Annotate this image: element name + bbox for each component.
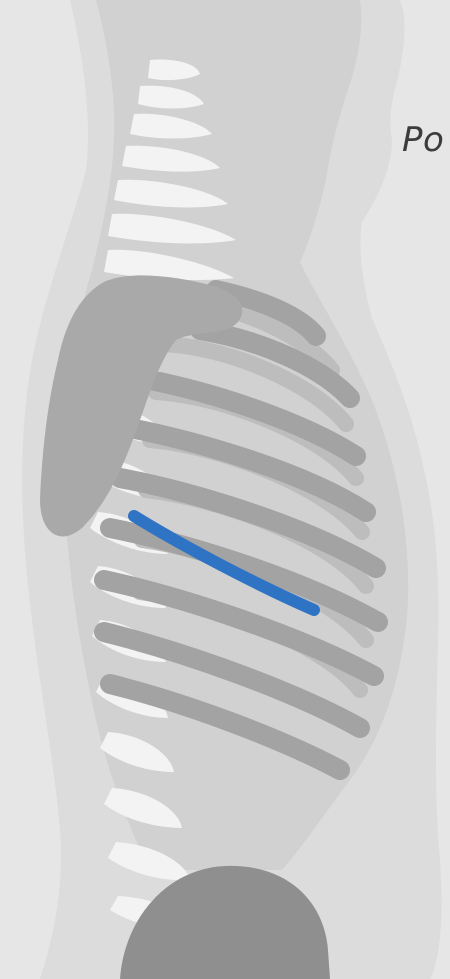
caption-text: Po xyxy=(402,116,444,164)
